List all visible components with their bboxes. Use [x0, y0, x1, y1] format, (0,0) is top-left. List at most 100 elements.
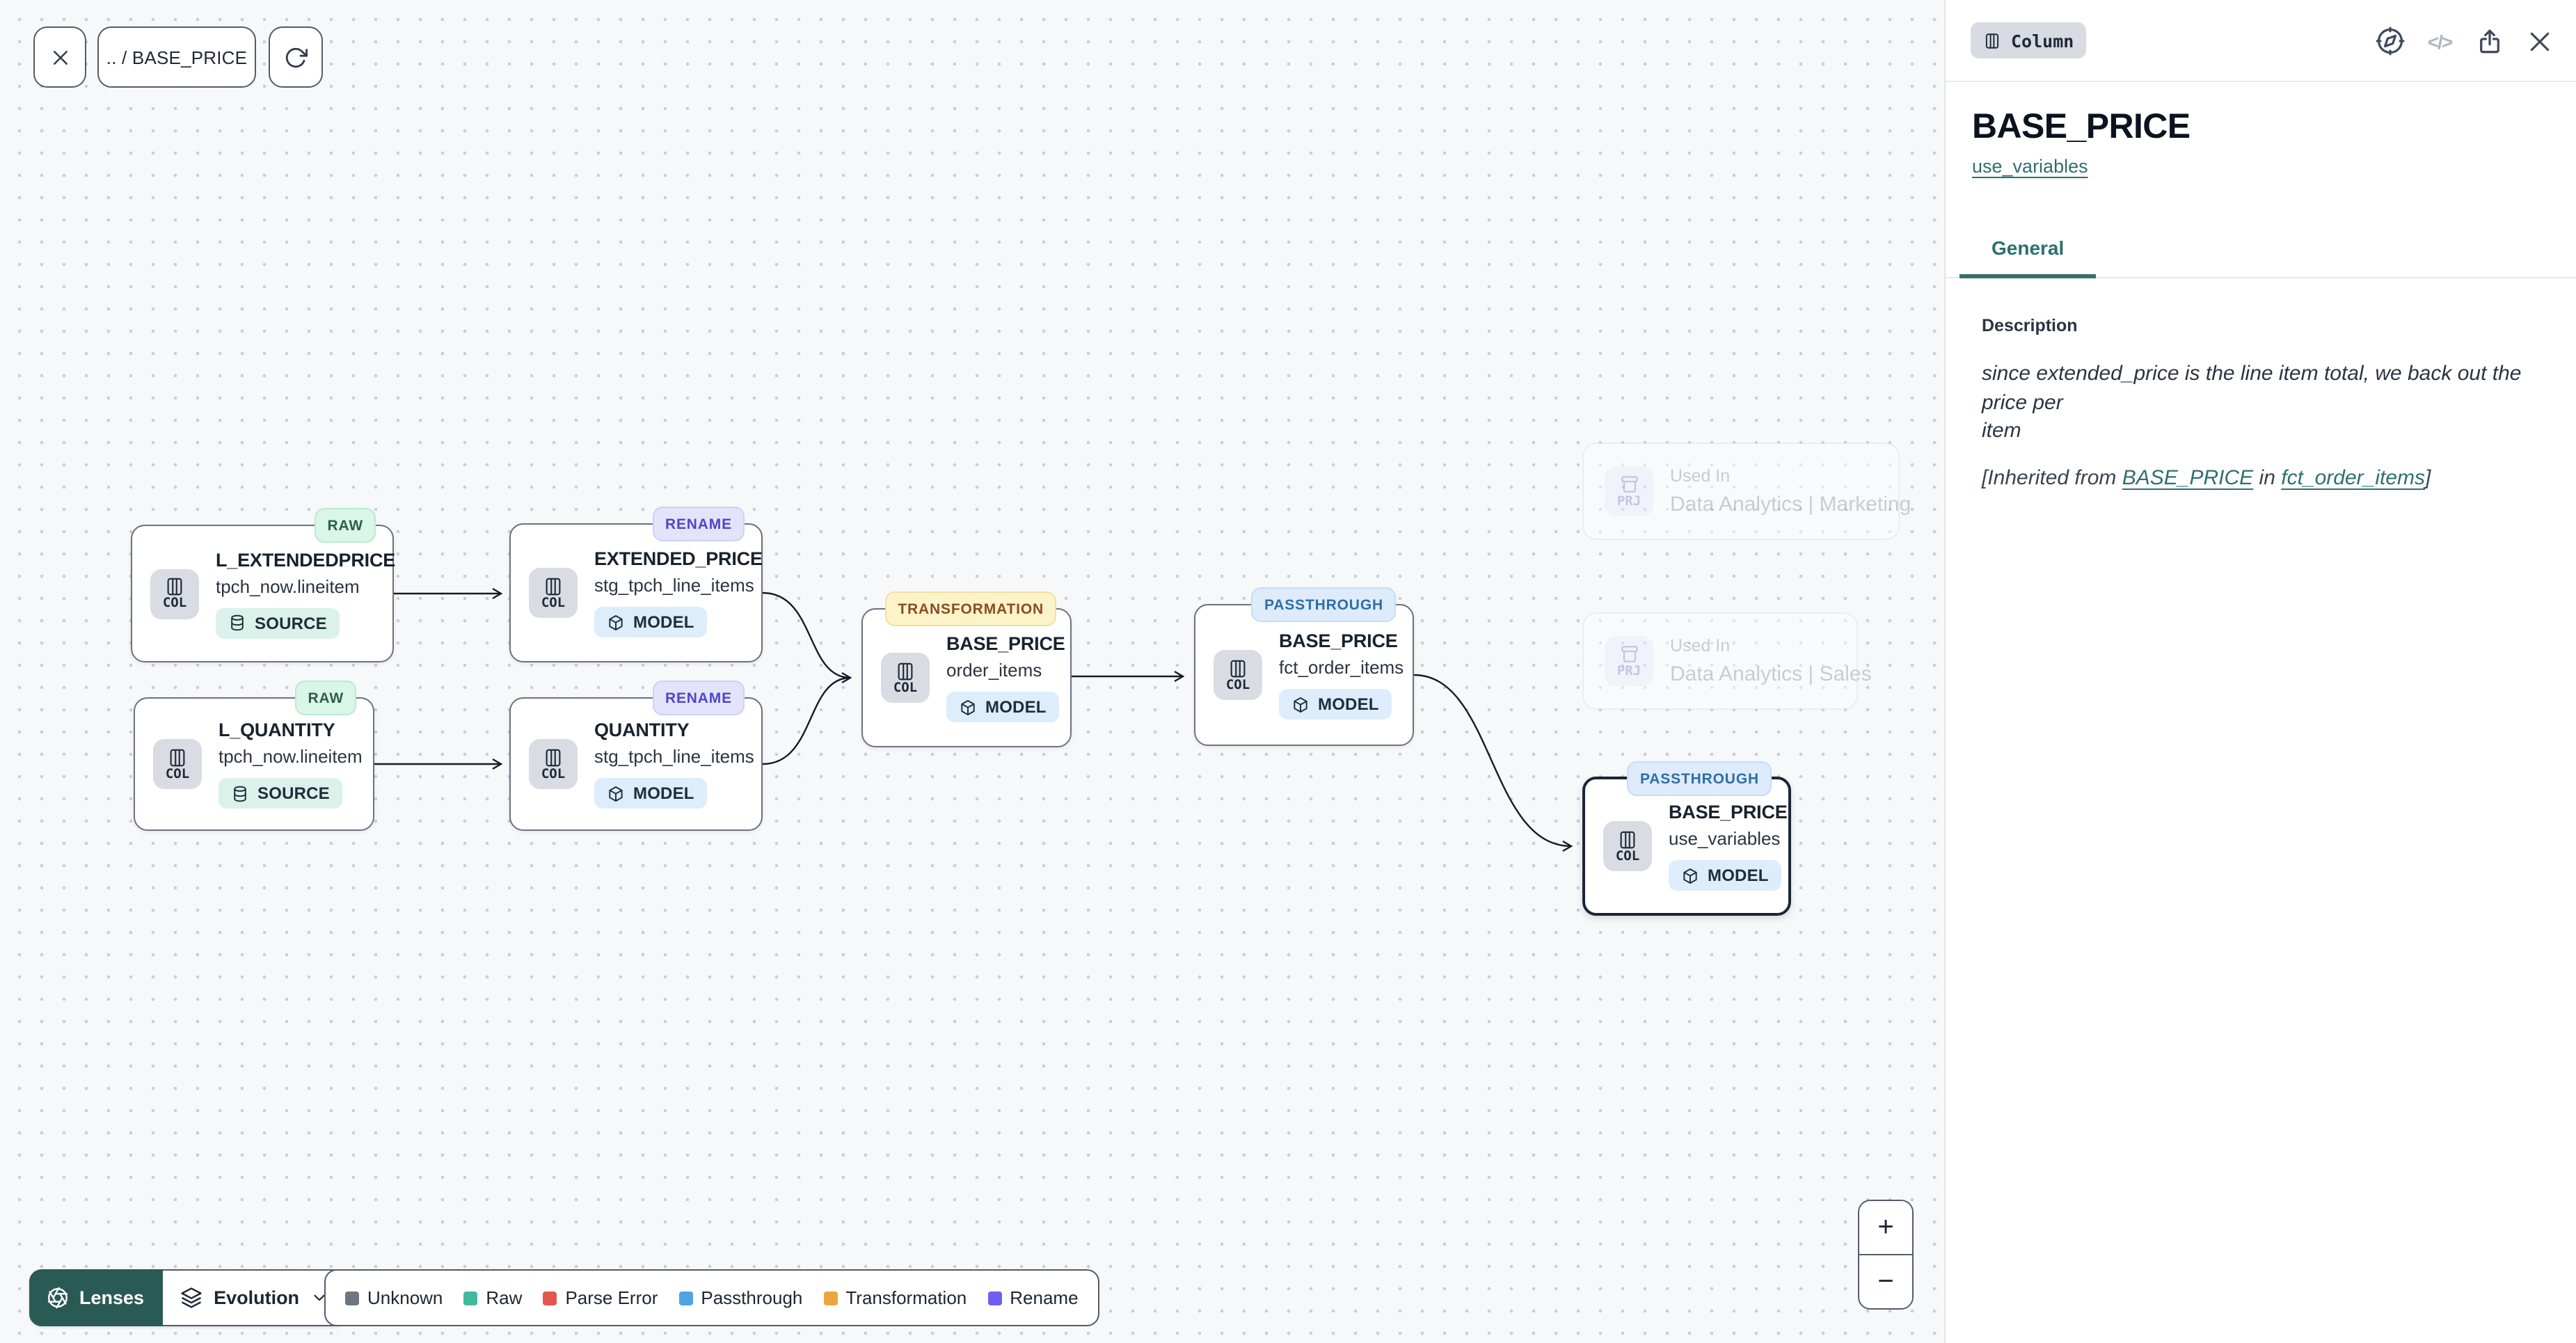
aperture-icon	[47, 1287, 68, 1309]
used-in-name: Data Analytics | Marketing	[1670, 492, 1911, 516]
columns-icon	[1985, 33, 1999, 48]
inherited-column-link[interactable]: BASE_PRICE	[2122, 466, 2254, 489]
close-lineage-button[interactable]	[33, 26, 86, 88]
description-text: since extended_price is the line item to…	[1982, 360, 2545, 446]
cube-icon	[961, 699, 975, 715]
zoom-out-button[interactable]: −	[1859, 1255, 1912, 1308]
project-icon	[1621, 476, 1637, 493]
explore-button[interactable]	[2373, 24, 2406, 58]
layers-icon	[180, 1287, 201, 1308]
close-icon	[53, 50, 67, 64]
node-base-price-fct-order-items[interactable]: PASSTHROUGH COL BASE_PRICE fct_order_ite…	[1194, 587, 1414, 746]
column-chip-label: COL	[541, 766, 566, 781]
close-panel-button[interactable]	[2523, 24, 2557, 58]
edge-extendedprice-orderitems	[762, 591, 852, 684]
kind-chip-label: MODEL	[633, 784, 694, 803]
kind-chip: MODEL	[594, 778, 707, 809]
node-base-price-order-items[interactable]: TRANSFORMATION COL BASE_PRICE order_item…	[861, 591, 1072, 747]
lens-badge: PASSTHROUGH	[1627, 761, 1772, 796]
columns-icon	[167, 578, 182, 596]
legend-label: Unknown	[367, 1287, 443, 1308]
inherited-model-link[interactable]: fct_order_items	[2281, 466, 2425, 489]
lens-badge: RAW	[295, 681, 356, 715]
column-chip: COL	[529, 568, 578, 618]
breadcrumb[interactable]: .. / BASE_PRICE	[97, 26, 256, 88]
node-l-extendedprice[interactable]: RAW COL L_EXTENDEDPRICE tpch_now.lineite…	[131, 508, 396, 662]
column-chip-label: COL	[893, 680, 918, 695]
node-l-quantity[interactable]: RAW COL L_QUANTITY tpch_now.lineitem SOU…	[134, 681, 374, 831]
description-line: since extended_price is the line item to…	[1982, 362, 2522, 414]
node-subtitle: stg_tpch_line_items	[594, 746, 754, 767]
node-title: EXTENDED_PRICE	[594, 548, 763, 569]
lens-select[interactable]: Evolution	[162, 1269, 347, 1326]
node-title: BASE_PRICE	[1279, 630, 1398, 651]
lens-controls: Lenses Evolution	[29, 1269, 347, 1326]
refresh-icon	[285, 47, 308, 67]
share-button[interactable]	[2473, 24, 2506, 58]
page-title: BASE_PRICE	[1972, 107, 2191, 146]
node-quantity[interactable]: RENAME COL QUANTITY stg_tpch_line_items …	[509, 681, 763, 831]
node-base-price-use-variables[interactable]: PASSTHROUGH COL BASE_PRICE use_variables…	[1582, 761, 1791, 916]
columns-icon	[546, 748, 561, 766]
node-title: BASE_PRICE	[946, 633, 1065, 654]
cube-icon	[609, 614, 623, 630]
legend-swatch	[543, 1291, 557, 1305]
column-chip-label: COL	[1615, 848, 1640, 864]
legend-swatch	[463, 1291, 478, 1305]
project-chip: PRJ	[1605, 636, 1653, 686]
column-chip: COL	[1214, 650, 1262, 700]
view-code-button[interactable]: </>	[2423, 24, 2456, 58]
columns-icon	[546, 577, 561, 595]
column-chip: COL	[153, 739, 202, 789]
lineage-canvas[interactable]: .. / BASE_PRICE PRJ Used In Data Analyti…	[0, 0, 1944, 1343]
project-chip-label: PRJ	[1616, 664, 1641, 679]
column-chip: COL	[150, 569, 199, 619]
refresh-button[interactable]	[269, 26, 323, 88]
legend-item-transformation: Transformation	[823, 1287, 967, 1308]
node-subtitle: order_items	[946, 660, 1042, 681]
legend-item-unknown: Unknown	[345, 1287, 443, 1308]
kind-chip: MODEL	[946, 692, 1059, 722]
description-inherited: [Inherited from BASE_PRICE in fct_order_…	[1982, 464, 2545, 492]
database-icon	[231, 614, 244, 631]
kind-chip: MODEL	[1279, 689, 1392, 720]
kind-chip-label: SOURCE	[257, 784, 330, 803]
model-link[interactable]: use_variables	[1972, 156, 2088, 177]
columns-icon	[170, 748, 185, 766]
lenses-button[interactable]: Lenses	[29, 1269, 163, 1326]
node-subtitle: tpch_now.lineitem	[218, 746, 363, 767]
chevron-down-icon	[314, 1294, 325, 1301]
column-chip-label: COL	[541, 595, 566, 610]
legend-label: Parse Error	[565, 1287, 658, 1308]
node-extended-price[interactable]: RENAME COL EXTENDED_PRICE stg_tpch_line_…	[509, 507, 763, 662]
description-label: Description	[1982, 316, 2078, 335]
node-title: L_EXTENDEDPRICE	[216, 549, 396, 570]
column-chip: COL	[881, 653, 930, 703]
kind-chip: MODEL	[594, 607, 707, 637]
columns-icon	[1620, 830, 1635, 848]
zoom-controls: + −	[1858, 1200, 1914, 1310]
lenses-label: Lenses	[79, 1287, 145, 1308]
columns-icon	[1230, 659, 1246, 677]
used-in-label: Used In	[1670, 466, 1731, 485]
legend-label: Rename	[1010, 1287, 1079, 1308]
kind-chip: SOURCE	[216, 607, 340, 638]
zoom-in-button[interactable]: +	[1859, 1201, 1912, 1255]
tab-general[interactable]: General	[1959, 228, 2097, 279]
kind-chip-label: MODEL	[1318, 694, 1379, 714]
legend-swatch	[678, 1291, 693, 1305]
used-in-name: Data Analytics | Sales	[1670, 662, 1872, 685]
legend-item-rename: Rename	[987, 1287, 1079, 1308]
panel-title-section: BASE_PRICE use_variables	[1946, 82, 2576, 180]
inherited-prefix: [Inherited from	[1982, 466, 2122, 489]
breadcrumb-label: .. / BASE_PRICE	[106, 47, 248, 67]
cube-icon	[1294, 697, 1307, 712]
inherited-suffix: ]	[2425, 466, 2431, 489]
used-in-card-marketing: PRJ Used In Data Analytics | Marketing	[1582, 443, 1911, 540]
column-chip-label: COL	[165, 766, 190, 781]
project-chip-label: PRJ	[1616, 494, 1641, 509]
project-chip: PRJ	[1605, 466, 1653, 516]
panel-tabs: General	[1946, 228, 2576, 279]
lens-legend: Unknown Raw Parse Error Passthrough Tran…	[324, 1269, 1099, 1326]
